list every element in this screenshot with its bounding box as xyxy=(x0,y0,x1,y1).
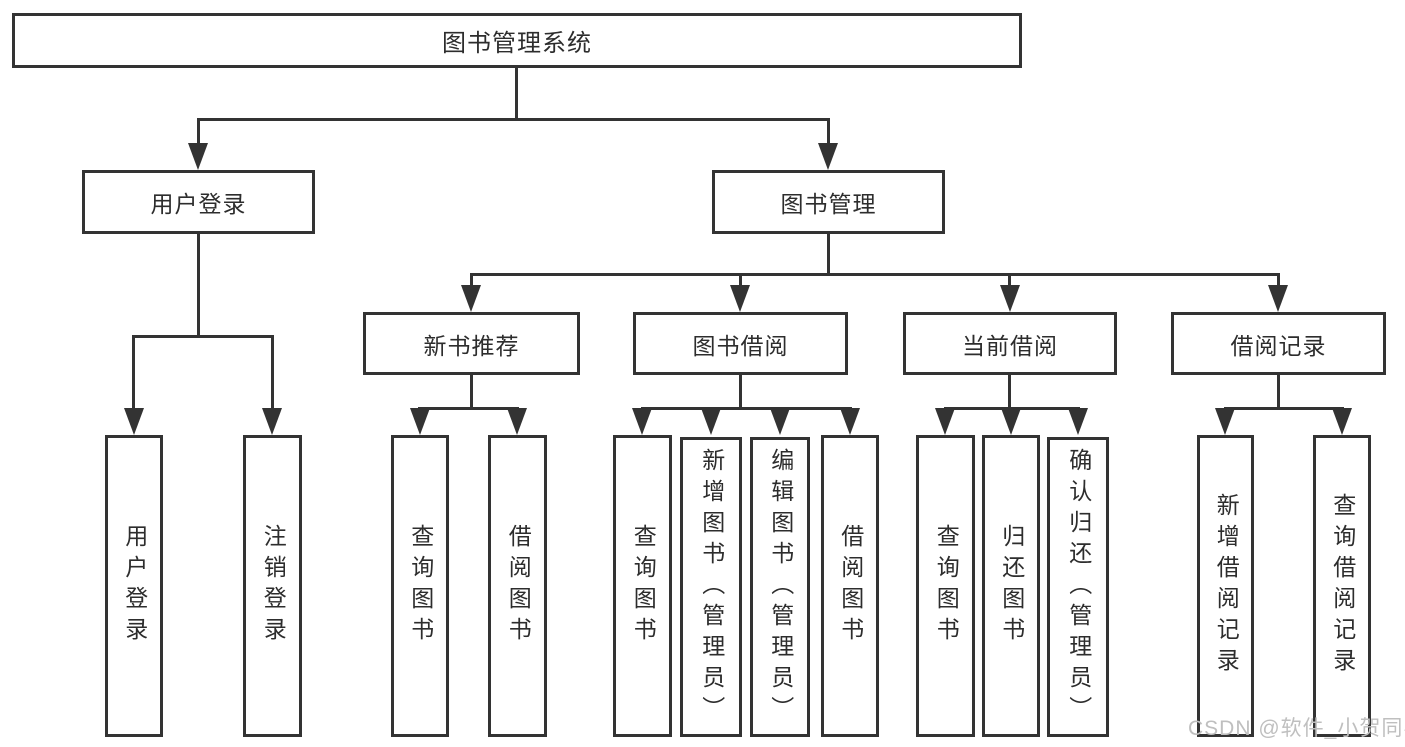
connector-level2-bar xyxy=(197,118,830,121)
node-book-management: 图书管理 xyxy=(712,170,945,234)
arrow-down-icon xyxy=(730,285,750,312)
leaf-bw-add-books-label: 新增图书（管理员） xyxy=(698,447,725,727)
leaf-user-login: 用户登录 xyxy=(105,435,163,737)
leaf-cb-return-books-label: 归还图书 xyxy=(998,524,1025,648)
leaf-cb-query-books: 查询图书 xyxy=(916,435,975,737)
arrow-down-icon xyxy=(124,408,144,435)
connector-drop-borrow-records xyxy=(1277,273,1280,287)
node-user-login: 用户登录 xyxy=(82,170,315,234)
connector-book-borrow-stem xyxy=(739,375,742,408)
leaf-rec-query-record: 查询借阅记录 xyxy=(1313,435,1371,737)
leaf-bw-borrow-books: 借阅图书 xyxy=(821,435,879,737)
node-new-book-recommend: 新书推荐 xyxy=(363,312,580,375)
leaf-logout-label: 注销登录 xyxy=(260,524,287,648)
arrow-down-icon xyxy=(632,408,652,435)
connector-borrow-records-stem xyxy=(1277,375,1280,408)
connector-user-login-bar xyxy=(132,335,274,338)
connector-drop-user-login xyxy=(197,118,200,146)
node-user-login-label: 用户登录 xyxy=(150,191,247,217)
node-book-borrow: 图书借阅 xyxy=(633,312,848,375)
arrow-down-icon xyxy=(1001,408,1021,435)
leaf-rec-add-record: 新增借阅记录 xyxy=(1197,435,1254,737)
node-book-borrow-label: 图书借阅 xyxy=(692,332,789,359)
leaf-rec-add-record-label: 新增借阅记录 xyxy=(1213,493,1240,679)
node-book-management-label: 图书管理 xyxy=(780,191,877,217)
leaf-user-login-label: 用户登录 xyxy=(121,524,148,648)
connector-drop-current-borrow xyxy=(1008,273,1011,287)
arrow-down-icon xyxy=(1000,285,1020,312)
arrow-down-icon xyxy=(840,408,860,435)
leaf-bw-edit-books: 编辑图书（管理员） xyxy=(750,437,810,737)
node-new-book-recommend-label: 新书推荐 xyxy=(423,332,520,359)
arrow-down-icon xyxy=(701,408,721,435)
arrow-down-icon xyxy=(410,408,430,435)
connector-borrow-records-bar xyxy=(1224,407,1344,410)
connector-drop-new-book xyxy=(470,273,473,287)
node-root: 图书管理系统 xyxy=(12,13,1022,68)
node-borrow-records: 借阅记录 xyxy=(1171,312,1386,375)
leaf-bw-query-books-label: 查询图书 xyxy=(630,524,657,648)
leaf-cb-query-books-label: 查询图书 xyxy=(933,524,960,648)
arrow-down-icon xyxy=(262,408,282,435)
arrow-down-icon xyxy=(1068,408,1088,435)
node-root-label: 图书管理系统 xyxy=(442,30,592,57)
arrow-down-icon xyxy=(1268,285,1288,312)
leaf-bw-borrow-books-label: 借阅图书 xyxy=(837,524,864,648)
node-current-borrow-label: 当前借阅 xyxy=(962,332,1058,359)
connector-level3-bar xyxy=(470,273,1280,276)
connector-drop-ul-logout xyxy=(271,335,274,409)
leaf-nb-borrow-books: 借阅图书 xyxy=(488,435,547,737)
node-current-borrow: 当前借阅 xyxy=(903,312,1117,375)
leaf-logout: 注销登录 xyxy=(243,435,302,737)
arrow-down-icon xyxy=(770,408,790,435)
connector-book-management-stem xyxy=(827,234,830,273)
leaf-cb-confirm-return-label: 确认归还（管理员） xyxy=(1065,447,1092,727)
connector-drop-book-management xyxy=(827,118,830,146)
connector-current-borrow-stem xyxy=(1008,375,1011,408)
arrow-down-icon xyxy=(507,408,527,435)
connector-drop-book-borrow xyxy=(739,273,742,287)
watermark-text: CSDN @软件_小贺同学 xyxy=(1188,717,1405,740)
connector-user-login-stem xyxy=(197,234,200,335)
leaf-rec-query-record-label: 查询借阅记录 xyxy=(1329,493,1356,679)
connector-root-stem xyxy=(515,68,518,118)
arrow-down-icon xyxy=(1215,408,1235,435)
connector-book-borrow-bar xyxy=(641,407,852,410)
arrow-down-icon xyxy=(461,285,481,312)
leaf-nb-borrow-books-label: 借阅图书 xyxy=(505,524,532,648)
connector-new-book-bar xyxy=(418,407,519,410)
node-borrow-records-label: 借阅记录 xyxy=(1230,332,1327,359)
leaf-cb-return-books: 归还图书 xyxy=(982,435,1040,737)
arrow-down-icon xyxy=(1332,408,1352,435)
connector-new-book-stem xyxy=(470,375,473,408)
arrow-down-icon xyxy=(935,408,955,435)
leaf-bw-edit-books-label: 编辑图书（管理员） xyxy=(767,447,794,727)
leaf-cb-confirm-return: 确认归还（管理员） xyxy=(1047,437,1109,737)
connector-drop-ul-login xyxy=(132,335,135,409)
arrow-down-icon xyxy=(188,143,208,170)
arrow-down-icon xyxy=(818,143,838,170)
leaf-nb-query-books-label: 查询图书 xyxy=(407,524,434,648)
leaf-nb-query-books: 查询图书 xyxy=(391,435,449,737)
leaf-bw-query-books: 查询图书 xyxy=(613,435,672,737)
leaf-bw-add-books: 新增图书（管理员） xyxy=(680,437,742,737)
